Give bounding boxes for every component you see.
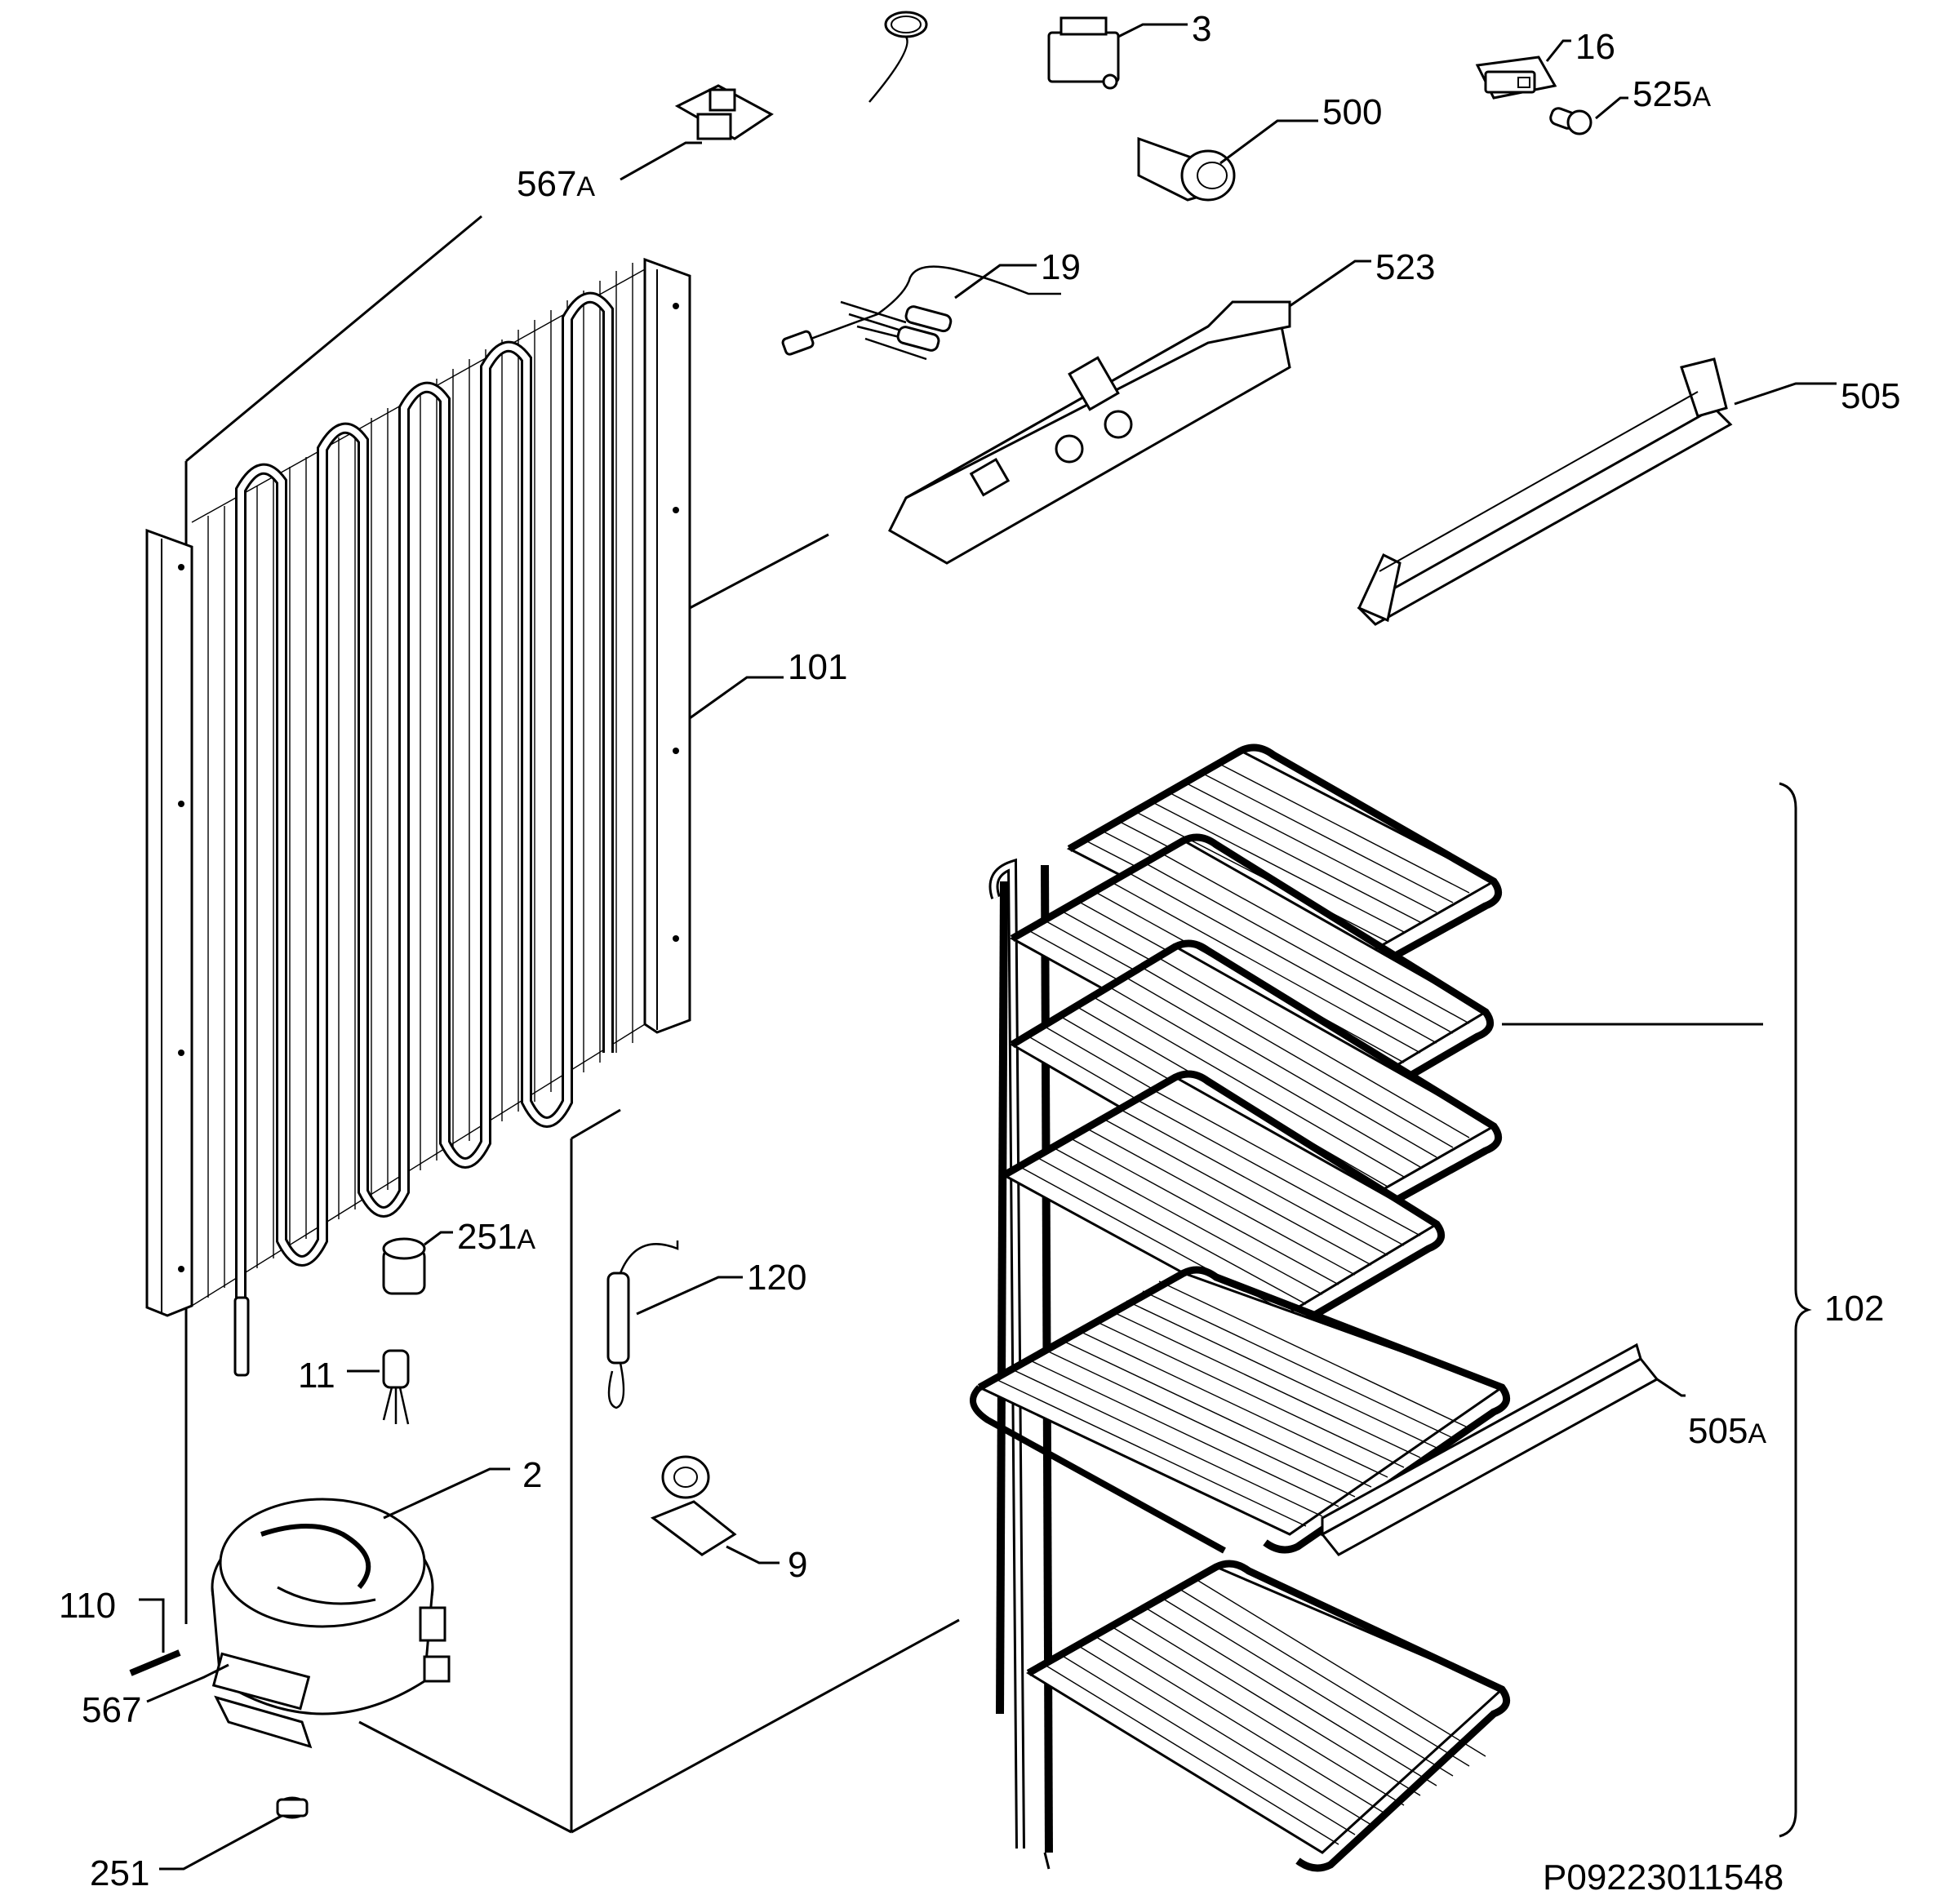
rail-part-505 bbox=[1357, 357, 1733, 626]
label-19: 19 bbox=[1041, 247, 1081, 287]
grommet-part-251 bbox=[276, 1796, 309, 1819]
evaporator-part-102 bbox=[970, 743, 1812, 1872]
label-9: 9 bbox=[788, 1545, 807, 1585]
label-2: 2 bbox=[522, 1455, 542, 1495]
evaporator-shelf-5 bbox=[970, 1266, 1511, 1554]
bar-part-505a bbox=[1320, 1343, 1659, 1556]
lamp-part-525a bbox=[1549, 107, 1593, 135]
label-11: 11 bbox=[298, 1356, 335, 1396]
label-567a: 567A bbox=[517, 164, 595, 204]
label-3: 3 bbox=[1192, 9, 1211, 49]
condenser-part-101 bbox=[145, 257, 691, 1377]
label-101: 101 bbox=[788, 647, 847, 687]
label-523: 523 bbox=[1375, 247, 1435, 287]
label-505: 505 bbox=[1841, 376, 1900, 416]
relay-part-11 bbox=[382, 1349, 410, 1425]
connector-part-19 bbox=[840, 300, 953, 361]
switch-part-16 bbox=[1475, 55, 1557, 100]
drawing-id: P09223011548 bbox=[1543, 1857, 1784, 1897]
grommet-part-251a bbox=[382, 1237, 426, 1295]
connector-part-567a bbox=[674, 84, 774, 140]
callout-labels: 3 16 525A 500 567A 19 523 505 101 102 25… bbox=[59, 9, 1900, 1897]
label-102: 102 bbox=[1824, 1289, 1884, 1329]
thermostat-part-3 bbox=[781, 11, 1120, 356]
sensor-part-120 bbox=[606, 1240, 679, 1409]
compressor-part-2 bbox=[211, 1498, 451, 1749]
label-500: 500 bbox=[1322, 92, 1382, 132]
label-251a: 251A bbox=[457, 1217, 535, 1257]
control-bracket-part-523 bbox=[888, 300, 1291, 565]
label-120: 120 bbox=[747, 1258, 806, 1298]
condenser-wire-grid bbox=[191, 263, 646, 1307]
label-525a: 525A bbox=[1632, 74, 1711, 114]
leader-lines bbox=[139, 23, 1837, 1871]
clamp-part-9 bbox=[650, 1455, 737, 1556]
label-110: 110 bbox=[59, 1586, 116, 1626]
lamp-holder-part-500 bbox=[1137, 136, 1236, 202]
label-251: 251 bbox=[90, 1853, 149, 1893]
label-567: 567 bbox=[82, 1690, 141, 1730]
evaporator-shelf-6 bbox=[1026, 1560, 1511, 1872]
label-505a: 505A bbox=[1688, 1411, 1766, 1451]
label-16: 16 bbox=[1575, 27, 1615, 67]
pin-part-110 bbox=[129, 1600, 188, 1676]
